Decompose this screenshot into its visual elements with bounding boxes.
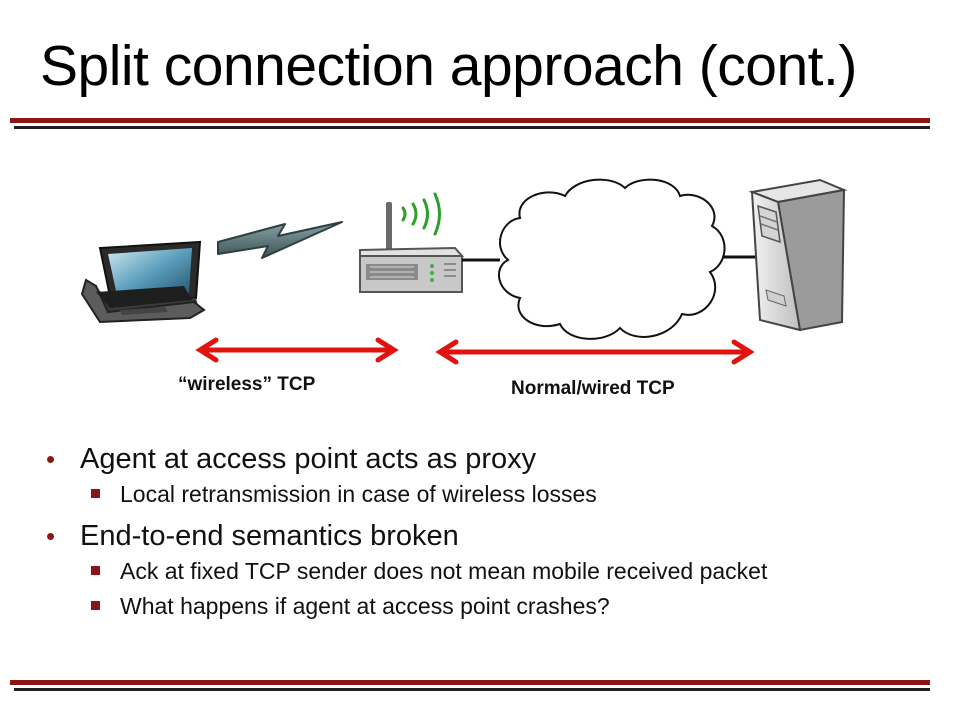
sub-bullet-item: Local retransmission in case of wireless… <box>44 482 924 507</box>
square-bullet-icon <box>91 601 100 610</box>
wireless-link-icon <box>217 221 343 259</box>
bullet-list: • Agent at access point acts as proxy Lo… <box>44 440 924 629</box>
wireless-tcp-label: “wireless” TCP <box>178 374 316 395</box>
title-divider <box>10 118 930 129</box>
sub-bullet-item: Ack at fixed TCP sender does not mean mo… <box>44 559 880 584</box>
wireless-tcp-arrow <box>195 337 399 363</box>
bullet-dot-icon: • <box>46 444 56 474</box>
sub-bullet-item: What happens if agent at access point cr… <box>44 594 924 619</box>
square-bullet-icon <box>91 566 100 575</box>
signal-waves-icon <box>401 192 441 236</box>
bullet-item: • Agent at access point acts as proxy <box>44 440 924 478</box>
bullet-dot-icon: • <box>46 521 56 551</box>
access-point-icon <box>359 202 465 293</box>
laptop-icon <box>80 240 206 324</box>
square-bullet-icon <box>91 489 100 498</box>
wired-tcp-label: Normal/wired TCP <box>511 378 675 399</box>
footer-divider <box>10 680 930 691</box>
network-diagram: “wireless” TCP Normal/wired TCP <box>0 160 960 436</box>
slide-title: Split connection approach (cont.) <box>40 34 857 98</box>
server-icon <box>748 178 848 436</box>
internet-cloud-icon <box>498 178 726 340</box>
wired-tcp-arrow <box>435 339 755 365</box>
bullet-item: • End-to-end semantics broken <box>44 517 924 555</box>
